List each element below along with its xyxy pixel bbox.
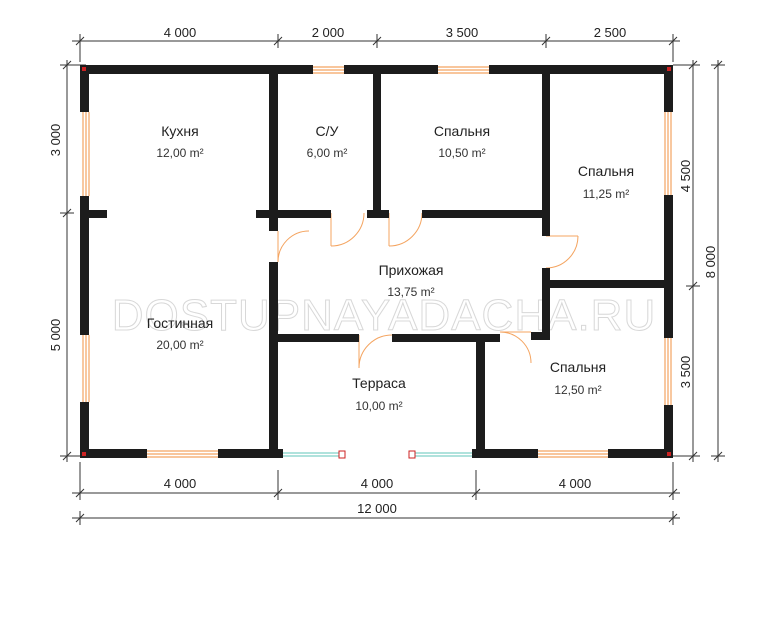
terrace-railing xyxy=(283,452,472,457)
room-terrace-name: Терраса xyxy=(352,375,406,391)
room-kitchen-name: Кухня xyxy=(161,123,198,139)
dimension-lines xyxy=(60,34,725,525)
room-bedroom-2-area: 11,25 m² xyxy=(583,187,629,201)
dim-left-1: 3 000 xyxy=(48,124,63,157)
railing-posts xyxy=(338,450,416,459)
room-bedroom-3-name: Спальня xyxy=(550,359,606,375)
dim-total-width: 12 000 xyxy=(357,501,397,516)
dim-bottom-3: 4 000 xyxy=(559,476,592,491)
watermark: DOSTUPNAYADACHA.RU xyxy=(112,291,656,340)
dim-top-4: 2 500 xyxy=(594,25,627,40)
dim-top-1: 4 000 xyxy=(164,25,197,40)
room-living-name: Гостинная xyxy=(147,315,214,331)
room-hallway-name: Прихожая xyxy=(379,262,444,278)
room-bedroom-3-area: 12,50 m² xyxy=(554,383,601,397)
dim-top-3: 3 500 xyxy=(446,25,479,40)
dim-left-2: 5 000 xyxy=(48,319,63,352)
room-hallway-area: 13,75 m² xyxy=(387,285,434,299)
windows xyxy=(82,66,672,458)
dim-bottom-2: 4 000 xyxy=(361,476,394,491)
room-bathroom-area: 6,00 m² xyxy=(307,146,348,160)
room-kitchen-area: 12,00 m² xyxy=(156,146,203,160)
room-bedroom-2-name: Спальня xyxy=(578,163,634,179)
room-bedroom-1-name: Спальня xyxy=(434,123,490,139)
dim-right-1: 4 500 xyxy=(678,160,693,193)
dim-bottom-1: 4 000 xyxy=(164,476,197,491)
room-bedroom-1-area: 10,50 m² xyxy=(438,146,485,160)
dim-top-2: 2 000 xyxy=(312,25,345,40)
room-living-area: 20,00 m² xyxy=(156,338,203,352)
corner-markers xyxy=(82,67,671,456)
room-bathroom-name: С/У xyxy=(316,123,339,139)
dim-right-2: 3 500 xyxy=(678,356,693,389)
room-terrace-area: 10,00 m² xyxy=(355,399,402,413)
dim-total-height: 8 000 xyxy=(703,246,718,279)
walls xyxy=(80,65,673,458)
